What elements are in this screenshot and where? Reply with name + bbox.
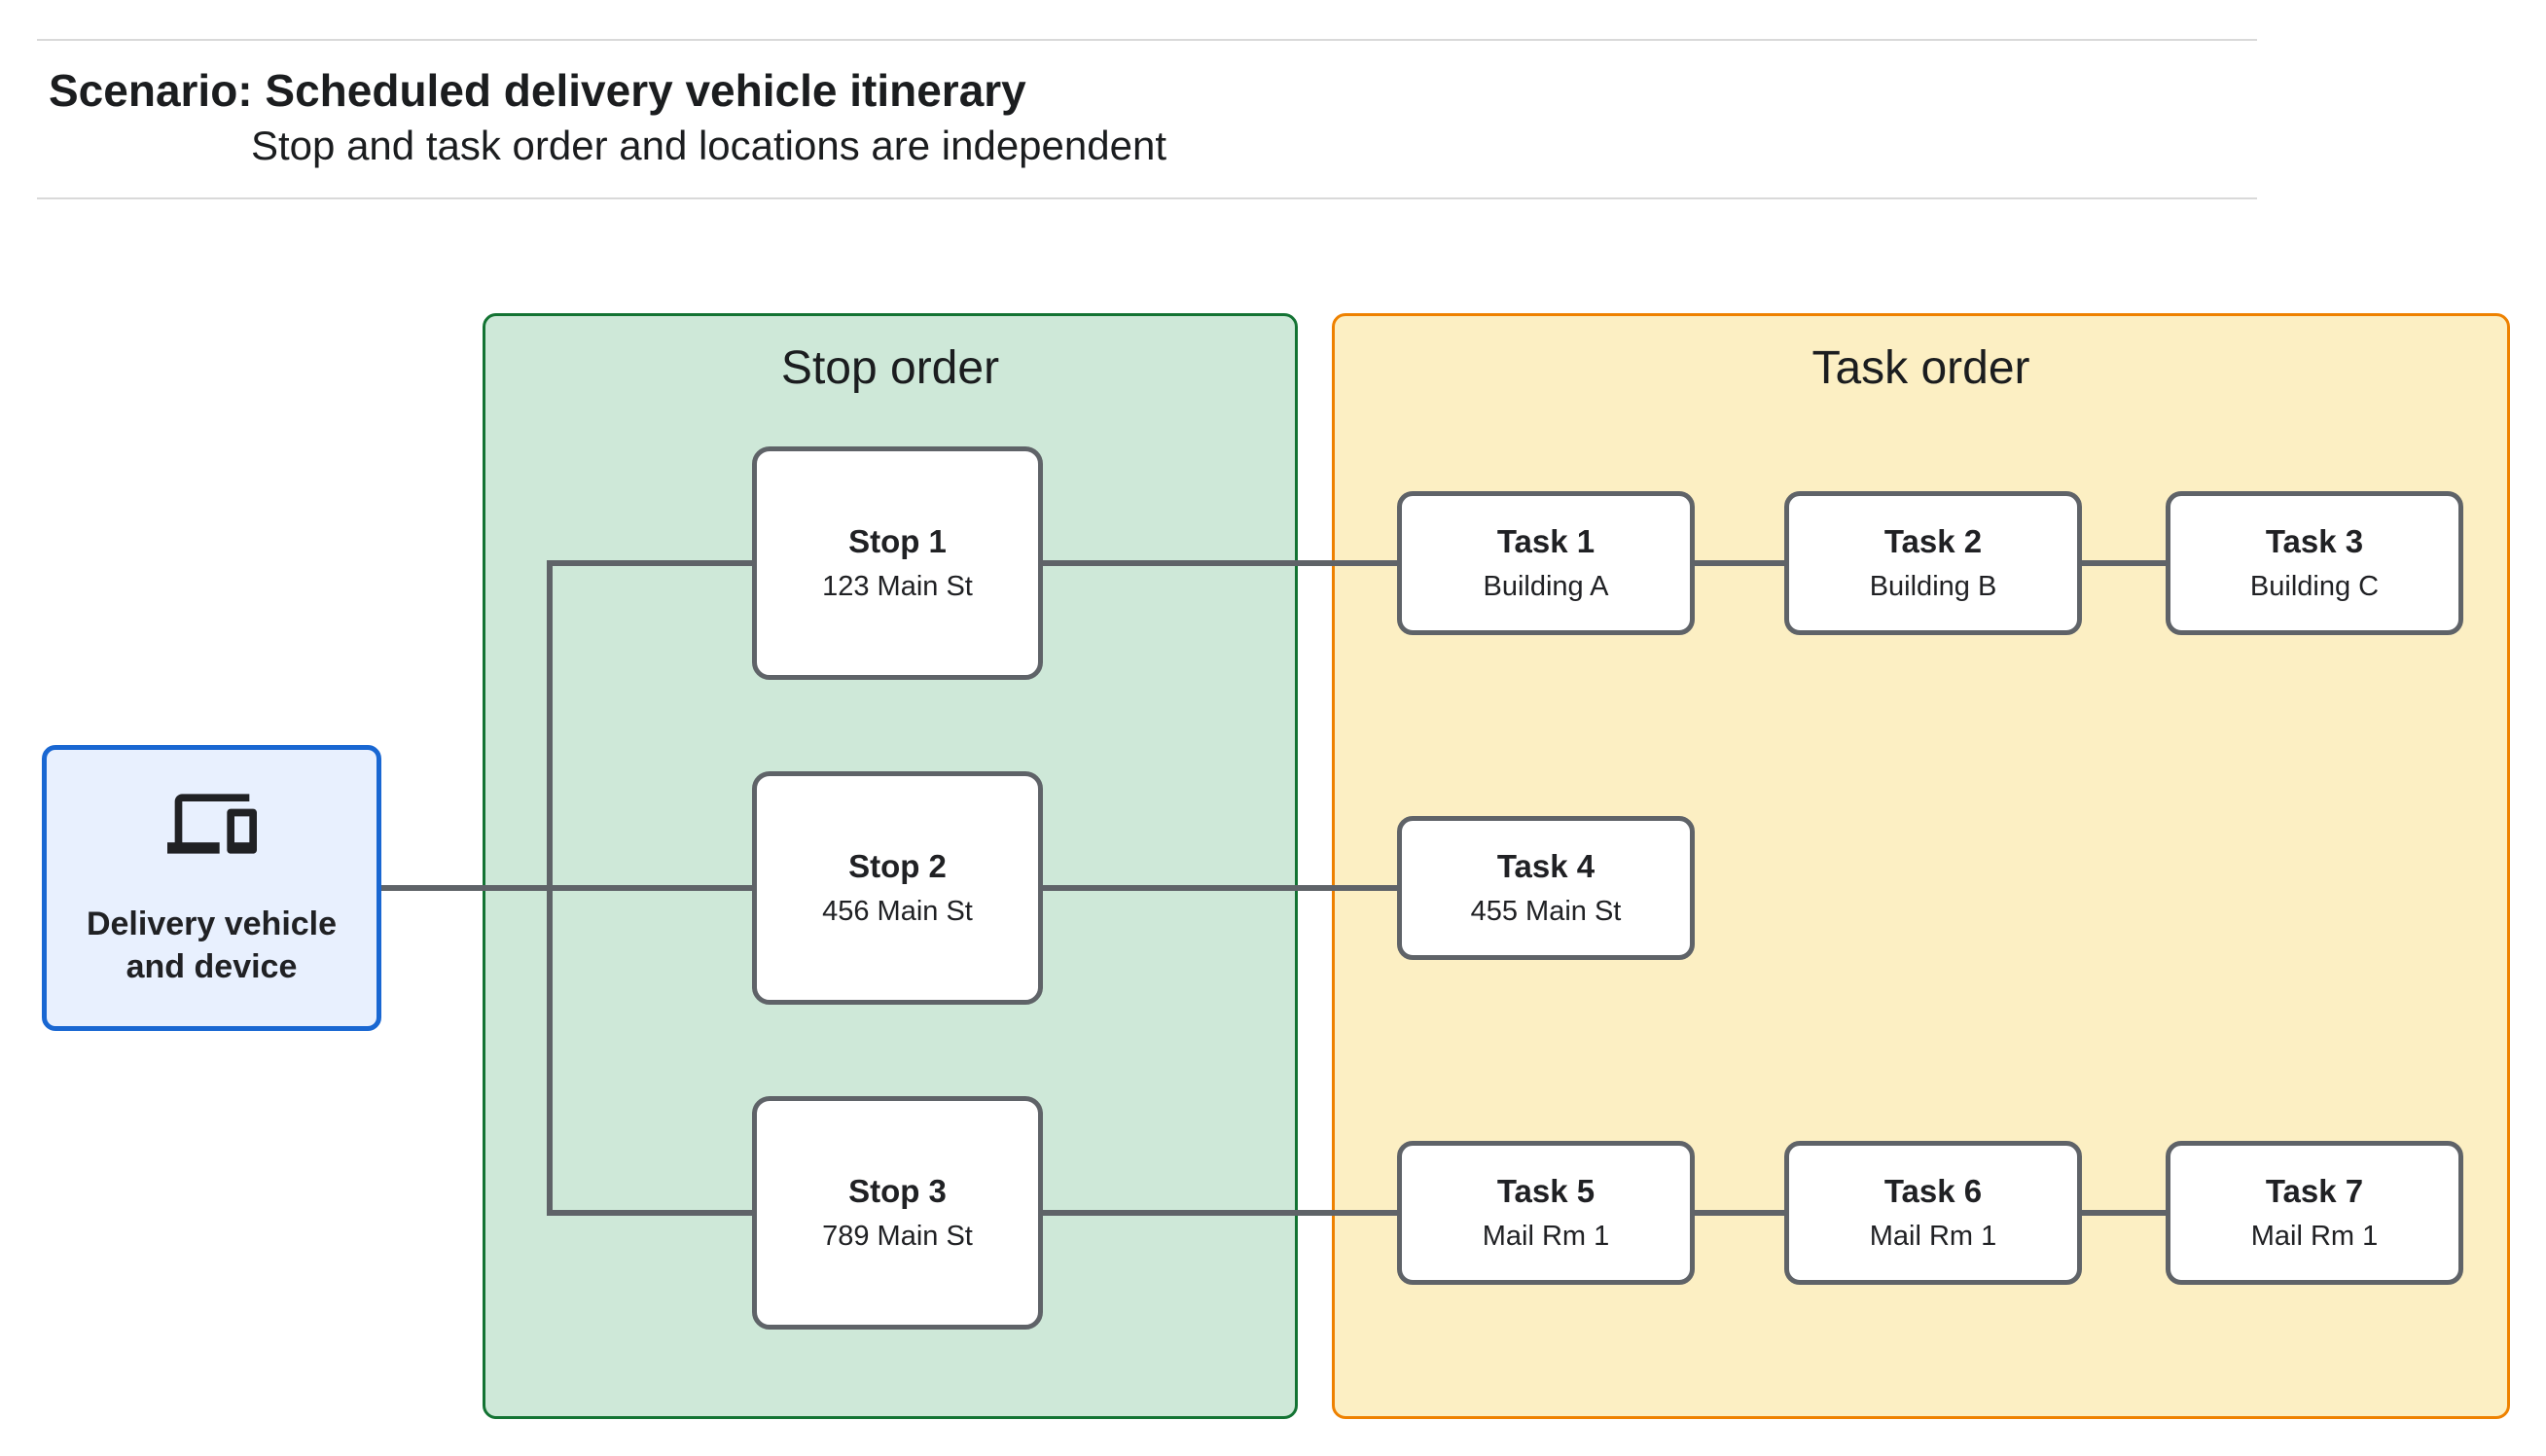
task-5-node: Task 5 Mail Rm 1 [1397,1141,1695,1285]
task-6-title: Task 6 [1883,1173,1983,1209]
page-title: Scenario: Scheduled delivery vehicle iti… [49,65,1026,116]
stop-1-location: 123 Main St [822,571,973,602]
task-4-location: 455 Main St [1470,896,1622,927]
task-2-node: Task 2 Building B [1784,491,2082,635]
stop-2-location: 456 Main St [822,896,973,927]
task-4-node: Task 4 455 Main St [1397,816,1695,960]
task-2-title: Task 2 [1883,523,1983,559]
task-order-panel-title: Task order [1811,342,2030,394]
task-3-title: Task 3 [2265,523,2364,559]
task-1-location: Building A [1483,571,1609,602]
task-5-title: Task 5 [1496,1173,1596,1209]
task-3-node: Task 3 Building C [2166,491,2463,635]
stop-1-node: Stop 1 123 Main St [752,446,1043,680]
task-6-location: Mail Rm 1 [1869,1221,1997,1252]
task-5-location: Mail Rm 1 [1482,1221,1610,1252]
task-2-location: Building B [1869,571,1997,602]
stop-3-title: Stop 3 [848,1173,947,1209]
top-divider [37,39,2257,41]
task-4-title: Task 4 [1496,848,1596,884]
task-7-location: Mail Rm 1 [2250,1221,2379,1252]
task-3-location: Building C [2249,571,2380,602]
stop-3-node: Stop 3 789 Main St [752,1096,1043,1330]
page-subtitle: Stop and task order and locations are in… [251,123,1167,168]
task-1-node: Task 1 Building A [1397,491,1695,635]
stop-2-node: Stop 2 456 Main St [752,771,1043,1005]
devices-icon [166,794,257,854]
stop-order-panel-title: Stop order [780,342,1000,394]
delivery-vehicle-node: Delivery vehicle and device [42,745,381,1031]
stop-2-title: Stop 2 [848,848,947,884]
task-1-title: Task 1 [1496,523,1596,559]
task-7-node: Task 7 Mail Rm 1 [2166,1141,2463,1285]
stop-1-title: Stop 1 [848,523,947,559]
task-6-node: Task 6 Mail Rm 1 [1784,1141,2082,1285]
delivery-vehicle-label: Delivery vehicle and device [86,906,338,985]
stop-3-location: 789 Main St [822,1221,973,1252]
header-divider [37,197,2257,199]
task-7-title: Task 7 [2265,1173,2364,1209]
